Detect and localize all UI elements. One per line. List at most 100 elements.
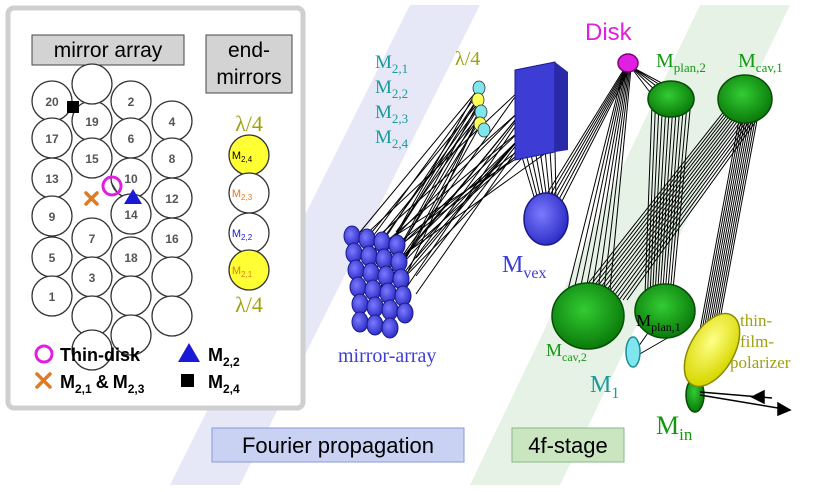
lambda-quarter-label: λ/4 <box>455 48 480 70</box>
four-f-box <box>511 427 625 463</box>
mirror-circle: 15 <box>71 137 113 179</box>
fourier-label: Fourier propagation <box>242 433 434 458</box>
mirror-number: 3 <box>89 271 96 285</box>
m-vex-mirror <box>523 192 569 246</box>
mirror-number: 7 <box>89 232 96 246</box>
array-element <box>381 299 399 321</box>
end-mirrors-title-line2: mirrors <box>216 66 281 89</box>
mirror-number: 17 <box>45 132 59 146</box>
mirror-circle: 8 <box>151 137 193 179</box>
end-mirrors-title-box <box>205 34 293 94</box>
m21-label: M2,1 <box>375 52 408 76</box>
mirror-circle: 20 <box>31 80 73 122</box>
mirror-circle-empty <box>110 275 152 317</box>
mirror-circle: 1 <box>31 275 73 317</box>
stack-mirror <box>477 122 491 138</box>
m2-labels: M2,1 M2,2 M2,3 M2,4 <box>375 52 409 151</box>
array-element <box>366 296 384 318</box>
m2-end-mirror-stack <box>471 80 491 138</box>
beam-paths <box>359 65 765 391</box>
array-element <box>366 314 384 336</box>
mirror-array-title-box <box>31 34 185 66</box>
mirror-circle: 9 <box>31 195 73 237</box>
m-plan1-label: Mplan,1 <box>636 311 681 334</box>
polarizer-label: thin- film- polarizer <box>730 311 791 372</box>
m22-label: M2,2 <box>375 77 408 101</box>
mirror-circle: 17 <box>31 117 73 159</box>
m21-m23-marker <box>84 191 99 206</box>
mirror-number: 16 <box>165 232 179 246</box>
output-arrows <box>699 389 792 417</box>
mirror-circle: 6 <box>110 117 152 159</box>
thin-disk-marker <box>101 175 123 197</box>
m-cav1-label: Mcav,1 <box>738 50 783 75</box>
m-cav2-mirror <box>551 282 625 350</box>
mirror-circle-empty <box>71 329 113 371</box>
mirror-circle: 5 <box>31 236 73 278</box>
mirror-circle-empty <box>151 295 193 337</box>
mirror-number: 9 <box>49 210 56 224</box>
array-element <box>351 311 369 333</box>
polarizer-plate <box>683 312 741 388</box>
mirror-circle: 4 <box>151 100 193 142</box>
mirror-circle: 13 <box>31 157 73 199</box>
mirror-number: 5 <box>49 251 56 265</box>
m-plan2-label: Mplan,2 <box>656 50 706 75</box>
mirror-circle-empty <box>71 63 113 105</box>
disk-mirror <box>617 53 639 73</box>
mirror-circle-empty <box>110 314 152 356</box>
mirror-array-title: mirror array <box>54 39 163 62</box>
mirror-number: 4 <box>169 115 176 129</box>
m22-marker <box>124 189 142 204</box>
array-element <box>396 302 414 324</box>
fourier-box <box>211 427 465 463</box>
m-plan2-mirror <box>647 80 695 118</box>
m-vex-label: Mvex <box>502 252 546 282</box>
mirror-array-label: mirror-array <box>338 345 436 367</box>
m-cav1-mirror <box>717 74 773 124</box>
end-mirror-22: M2,2 <box>228 212 270 254</box>
mirror-number: 1 <box>49 290 56 304</box>
mirror-circle: 18 <box>110 236 152 278</box>
m24-marker <box>67 101 79 113</box>
mirror-number: 10 <box>124 172 138 186</box>
mirror-number: 13 <box>45 172 59 186</box>
mirror-circle: 16 <box>151 217 193 259</box>
mirror-number: 12 <box>165 192 179 206</box>
end-mirrors-column: M2,4M2,3M2,2M2,1 <box>228 134 270 291</box>
mirror-circle: 3 <box>71 256 113 298</box>
legend-m21-m23-icon <box>35 372 52 389</box>
tilt-mark <box>110 181 118 193</box>
mirror-circle: 7 <box>71 217 113 259</box>
m-in-label: Min <box>656 411 693 444</box>
mirror-number: 15 <box>85 152 99 166</box>
legend-m24: M2,4 <box>208 372 240 396</box>
svg-text:film-: film- <box>740 332 774 351</box>
lambda-top: λ/4 <box>235 111 263 136</box>
mirror-number: 2 <box>128 95 135 109</box>
lambda-bottom: λ/4 <box>235 292 263 317</box>
mirror-number: 18 <box>124 251 138 265</box>
legend-thin-disk: Thin-disk <box>60 345 141 365</box>
mirror-circle: 2 <box>110 80 152 122</box>
disk-label: Disk <box>585 19 633 46</box>
svg-text:thin-: thin- <box>740 311 772 330</box>
array-element <box>351 293 369 315</box>
legend-m21-m23: M2,1&M2,3 <box>60 372 145 396</box>
mirror-number: 20 <box>45 95 59 109</box>
mirror-circle: 12 <box>151 177 193 219</box>
legend-m22: M2,2 <box>208 345 240 369</box>
m1-mirror <box>625 336 641 368</box>
mirror-array-cluster <box>343 225 414 339</box>
four-f-label: 4f-stage <box>528 433 608 458</box>
mirror-number: 8 <box>169 152 176 166</box>
mirror-number: 6 <box>128 132 135 146</box>
legend-m22-icon <box>178 343 200 362</box>
vex-plate <box>514 61 556 161</box>
mirror-circle-empty <box>151 256 193 298</box>
array-element <box>381 317 399 339</box>
m-plan1-mirror <box>634 283 696 339</box>
m1-label: M1 <box>590 372 619 402</box>
mirror-number: 19 <box>85 115 99 129</box>
